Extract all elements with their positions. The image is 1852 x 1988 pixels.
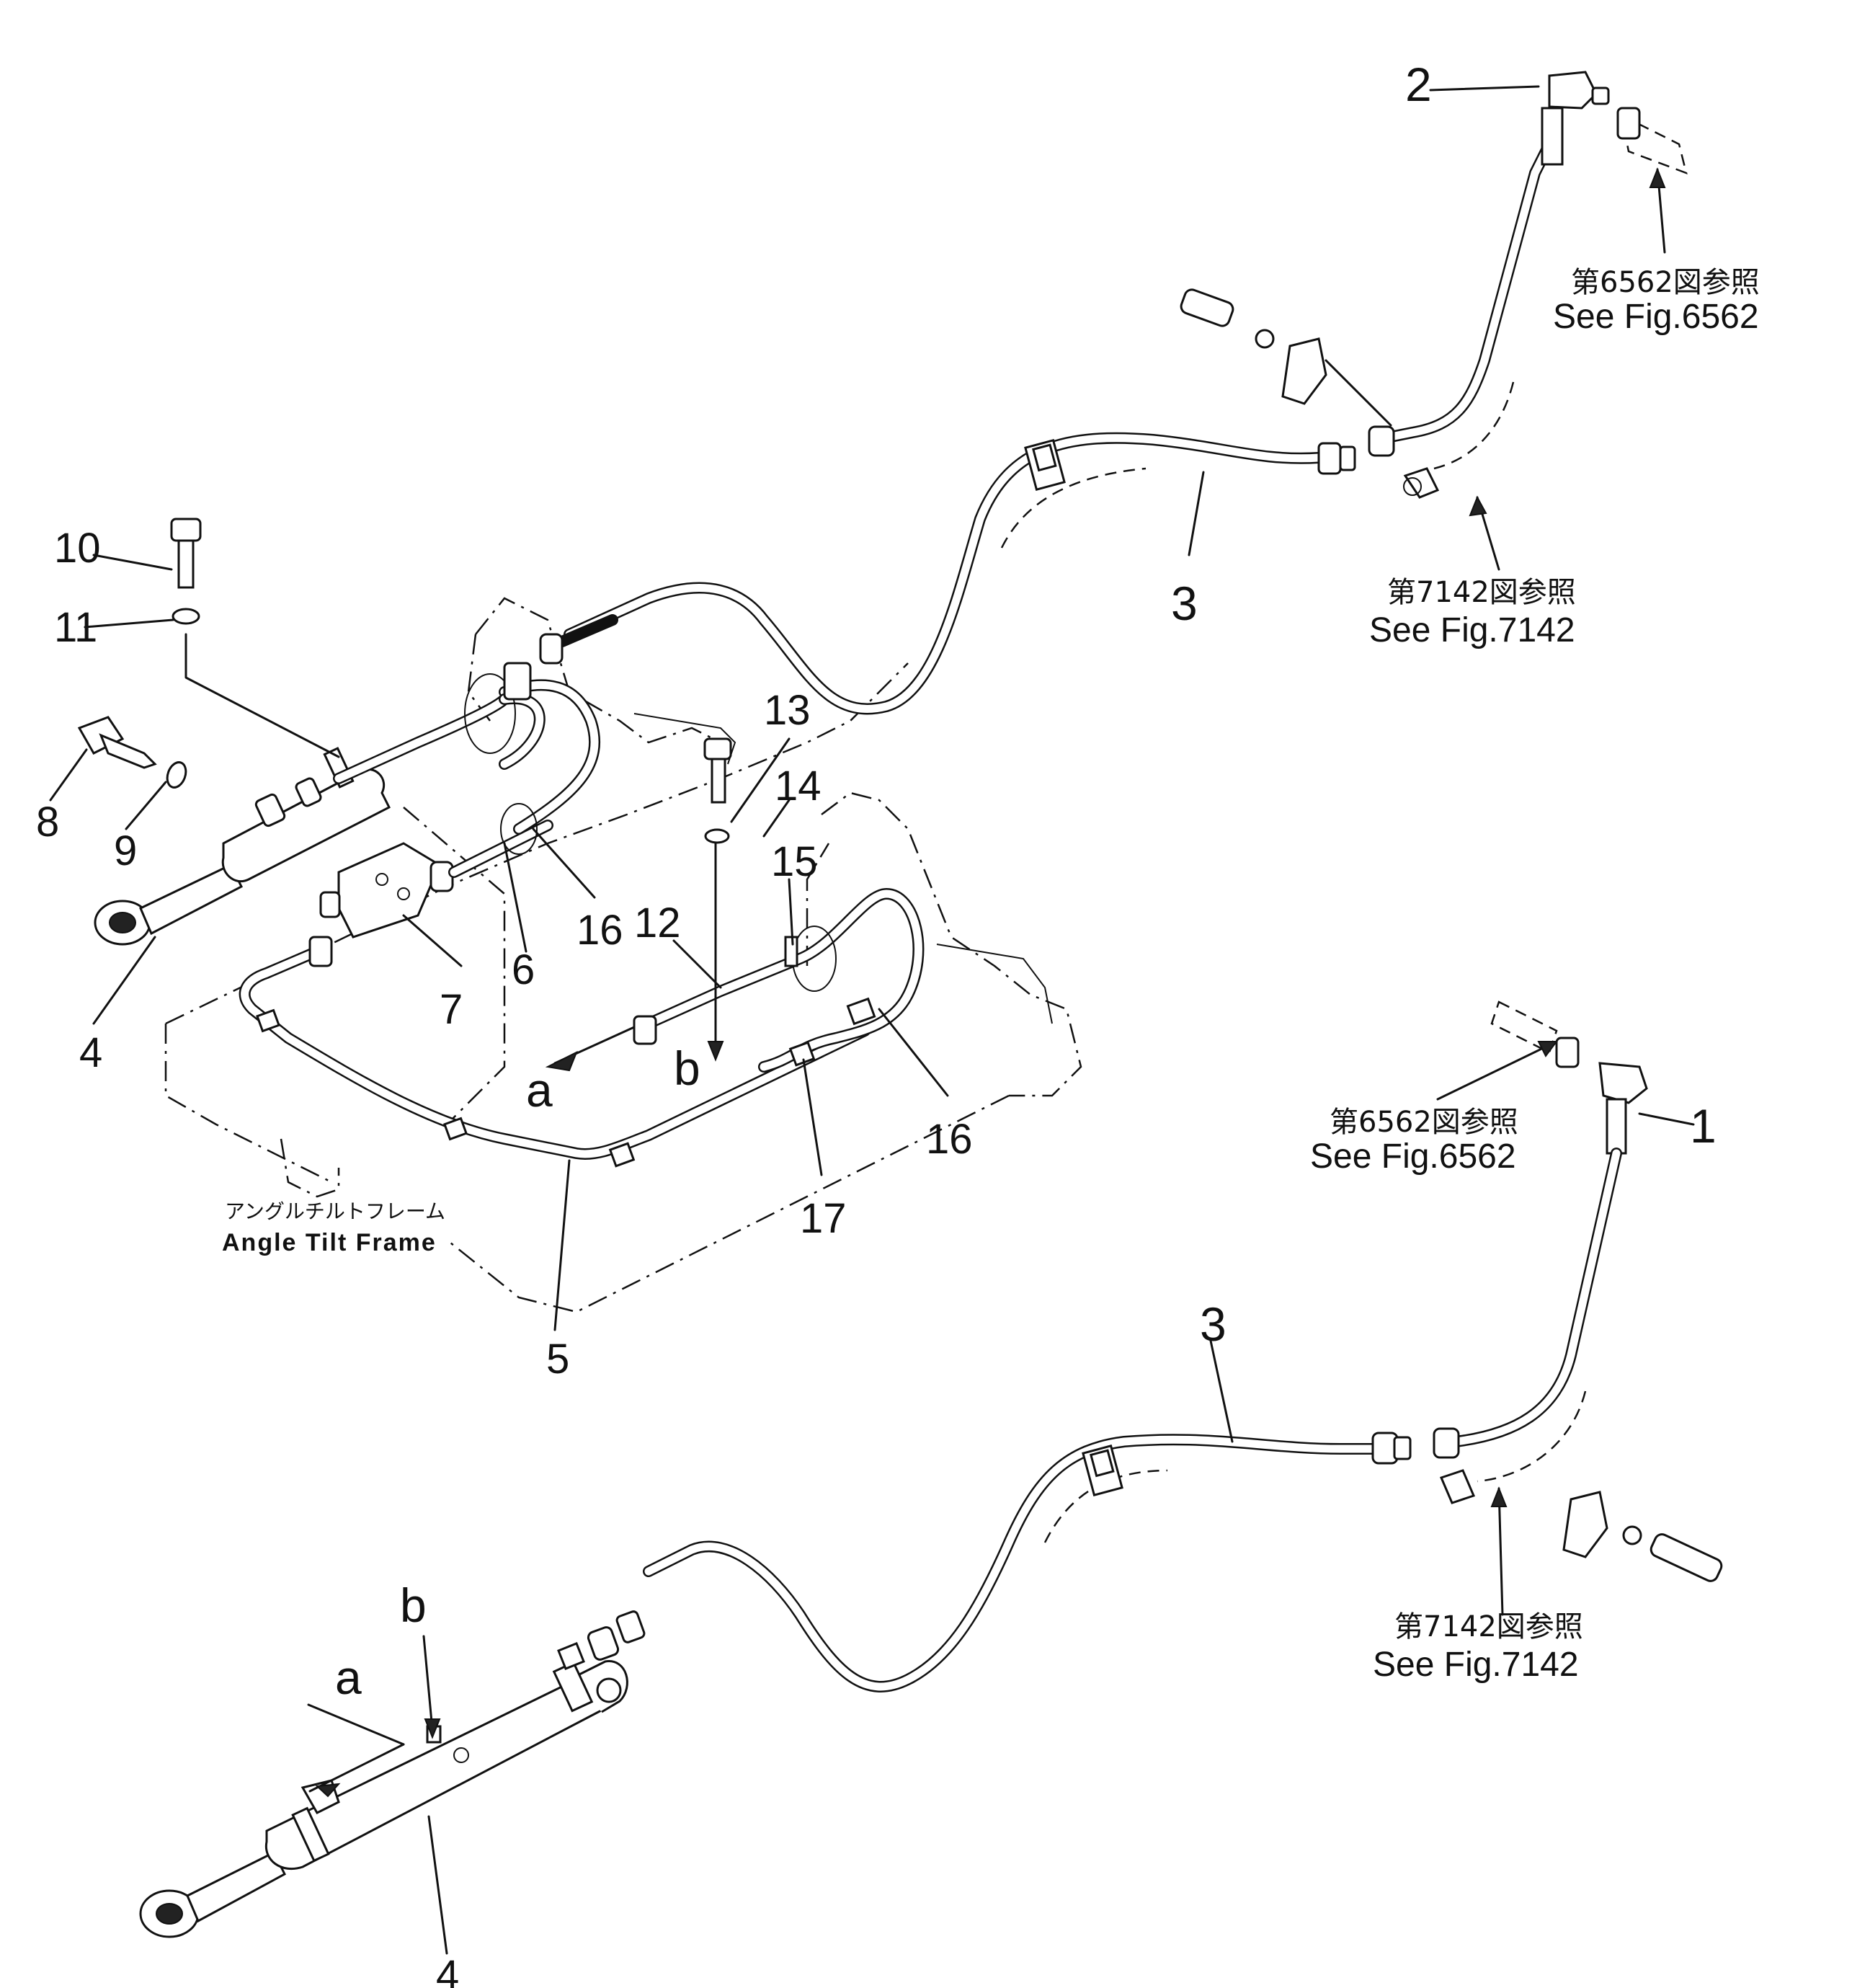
pipe-ghost bbox=[1477, 1390, 1587, 1483]
washer-9 bbox=[166, 761, 187, 789]
leader-lines-top bbox=[49, 85, 1666, 1331]
ghost-fitting-7142 bbox=[1439, 1469, 1476, 1504]
callout-13: 13 bbox=[764, 687, 811, 734]
frame-label: アングルチルトフレーム Angle Tilt Frame bbox=[222, 1199, 445, 1256]
ref-6562-en-mid: See Fig.6562 bbox=[1310, 1137, 1516, 1176]
callout-17: 17 bbox=[800, 1195, 847, 1242]
callout-12: 12 bbox=[634, 900, 681, 946]
hose-6 bbox=[333, 679, 600, 878]
hose-clamp bbox=[1082, 1445, 1123, 1496]
bolt-13 bbox=[703, 737, 732, 804]
washer-11 bbox=[172, 608, 200, 625]
callout-14: 14 bbox=[775, 763, 822, 809]
cylinder-4-top bbox=[94, 747, 391, 946]
figure-references: 第6562図参照 See Fig.6562 第7142図参照 See Fig.7… bbox=[1310, 266, 1760, 1684]
clamp-bracket-top bbox=[1180, 288, 1327, 405]
callout-7: 7 bbox=[440, 986, 463, 1033]
pipe-1 bbox=[1433, 1062, 1648, 1459]
callout-4-top: 4 bbox=[79, 1029, 102, 1076]
ref-6562-en-top: See Fig.6562 bbox=[1553, 298, 1759, 336]
plug-8 bbox=[77, 716, 157, 769]
hose-3-bottom bbox=[643, 1432, 1412, 1692]
pipe-5 bbox=[239, 936, 871, 1160]
leader-lines-bottom bbox=[307, 1040, 1695, 1955]
callout-16-a: 16 bbox=[576, 907, 623, 954]
pipe-top-link bbox=[556, 614, 618, 647]
ref-7142-en-bottom: See Fig.7142 bbox=[1373, 1646, 1579, 1684]
ghost-fitting-7142 bbox=[1403, 467, 1440, 499]
hose-3-top bbox=[564, 432, 1325, 715]
callout-2: 2 bbox=[1405, 58, 1432, 111]
hose-clamp bbox=[1024, 439, 1066, 491]
callout-1: 1 bbox=[1690, 1099, 1717, 1153]
callout-6: 6 bbox=[512, 946, 535, 993]
callout-3-bottom: 3 bbox=[1200, 1297, 1226, 1351]
frame-label-jp: アングルチルトフレーム bbox=[225, 1199, 445, 1223]
arrow-b-bottom bbox=[424, 1718, 441, 1739]
ref-6562-jp-mid: 第6562図参照 bbox=[1330, 1106, 1518, 1139]
arrow-b-top bbox=[707, 1041, 724, 1062]
ref-7142-jp-top: 第7142図参照 bbox=[1387, 576, 1576, 609]
clamp-bracket-bottom bbox=[1562, 1491, 1723, 1582]
callout-3-top: 3 bbox=[1171, 577, 1198, 630]
ref-7142-en-top: See Fig.7142 bbox=[1369, 611, 1575, 649]
frame-block bbox=[633, 713, 1053, 1024]
callout-15: 15 bbox=[771, 838, 818, 885]
arrow-up bbox=[1469, 495, 1487, 517]
label-a-bottom: a bbox=[335, 1651, 362, 1704]
label-b-top: b bbox=[674, 1042, 700, 1095]
washer-14 bbox=[704, 828, 730, 844]
callout-labels: 1 2 3 3 4 4 5 6 7 8 9 10 11 12 13 14 15 … bbox=[36, 58, 1717, 1988]
arrow-a-top bbox=[545, 1050, 578, 1072]
label-a-top: a bbox=[526, 1063, 553, 1117]
arrow-up bbox=[1490, 1486, 1508, 1507]
fitting bbox=[539, 633, 564, 665]
callout-9: 9 bbox=[114, 827, 137, 874]
hose-12 bbox=[633, 888, 925, 1073]
ref-6562-jp-top: 第6562図参照 bbox=[1571, 266, 1760, 299]
hose-ghost bbox=[1000, 467, 1147, 549]
leader-line bbox=[1325, 359, 1392, 427]
hose-clamps bbox=[464, 662, 538, 855]
arrow-up bbox=[1537, 1041, 1558, 1057]
callout-10: 10 bbox=[54, 525, 101, 572]
callout-5: 5 bbox=[546, 1336, 569, 1383]
label-b-bottom: b bbox=[400, 1579, 427, 1632]
arrow-a-bottom bbox=[315, 1783, 341, 1798]
ghost-hose-end-6562 bbox=[1490, 1000, 1580, 1068]
valve-block-7 bbox=[337, 842, 441, 938]
callout-11: 11 bbox=[54, 604, 97, 651]
bolt-10 bbox=[170, 518, 202, 589]
frame-label-en: Angle Tilt Frame bbox=[222, 1229, 437, 1256]
callout-8: 8 bbox=[36, 799, 59, 846]
hose-3-end-fitting bbox=[1317, 442, 1356, 475]
callout-16-b: 16 bbox=[926, 1116, 973, 1163]
ghost-hose-end-6562 bbox=[1616, 107, 1688, 175]
callout-4-bottom: 4 bbox=[436, 1952, 459, 1988]
cylinder-4-bottom bbox=[139, 1660, 628, 1938]
pipe-2 bbox=[1368, 71, 1610, 457]
arrow-up bbox=[1649, 167, 1666, 188]
pipe-ghost bbox=[1433, 381, 1515, 470]
ref-7142-jp-bottom: 第7142図参照 bbox=[1394, 1610, 1583, 1643]
